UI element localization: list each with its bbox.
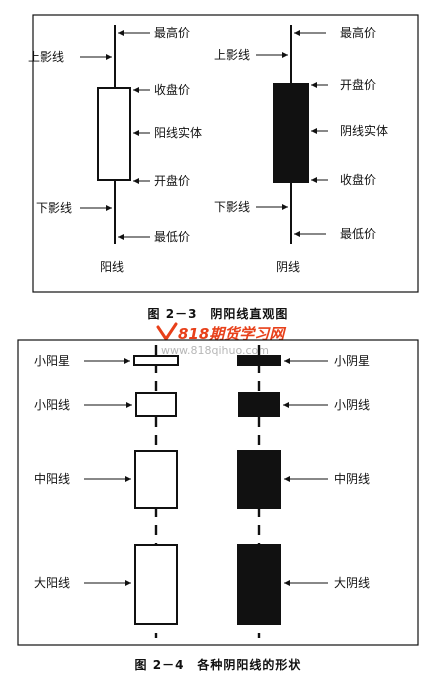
- label-right-high: 最高价: [340, 25, 376, 40]
- watermark-check-icon: [156, 322, 178, 341]
- label-right-low: 最低价: [340, 227, 376, 241]
- bearish-real-body: [273, 83, 309, 183]
- small-bearish-candle: [238, 392, 280, 417]
- large-bearish-candle: [237, 544, 281, 625]
- figure-2-4-caption: 图 2－4 各种阴阳线的形状: [135, 657, 302, 672]
- label-row4-left: 大阳线: [34, 576, 70, 590]
- label-right-open: 开盘价: [340, 77, 376, 92]
- small-bullish-star: [133, 355, 179, 366]
- watermark-url: www.818qihuo.com: [161, 344, 269, 357]
- small-bearish-star: [237, 355, 281, 366]
- medium-bearish-candle: [237, 450, 281, 509]
- figure-2-3-frame: [32, 14, 419, 293]
- label-left-open: 开盘价: [154, 173, 190, 188]
- label-left-body: 阳线实体: [154, 125, 202, 140]
- label-right-upper-shadow: 上影线: [214, 48, 250, 62]
- label-row3-right: 中阴线: [334, 471, 370, 486]
- label-row4-right: 大阴线: [334, 576, 370, 590]
- bullish-real-body: [97, 87, 131, 181]
- label-right-body: 阴线实体: [340, 123, 388, 138]
- label-left-low: 最低价: [154, 230, 190, 244]
- small-bullish-candle: [135, 392, 177, 417]
- label-left-lower-shadow: 下影线: [36, 201, 72, 215]
- large-bullish-candle: [134, 544, 178, 625]
- bearish-candle-diagram: 最高价 上影线 开盘价 阴线实体 收盘价 下影线 最低价 阴线: [214, 25, 388, 274]
- label-bullish-type: 阳线: [100, 260, 124, 274]
- figure-2-3-caption: 图 2－3 阴阳线直观图: [148, 306, 289, 321]
- medium-bullish-candle: [134, 450, 178, 509]
- label-row3-left: 中阳线: [34, 471, 70, 486]
- label-left-upper-shadow: 上影线: [28, 50, 64, 64]
- figure-2-4-frame: [17, 339, 419, 646]
- figure-2-4: 小阳星 小阴星 小阳线 小阴线 中阳线 中阴线 大阳线 大阴线: [17, 339, 419, 646]
- watermark: 818期货学习网 www.818qihuo.com: [156, 322, 287, 357]
- watermark-brand: 818期货学习网: [178, 325, 287, 343]
- label-row1-right: 小阴星: [334, 354, 370, 368]
- label-left-close: 收盘价: [154, 82, 190, 97]
- label-bearish-type: 阴线: [276, 260, 300, 274]
- label-right-lower-shadow: 下影线: [214, 200, 250, 214]
- label-row1-left: 小阳星: [34, 354, 70, 368]
- figure-2-3: 最高价 上影线 收盘价 阳线实体 开盘价 下影线 最低价 阳线 最高价 上影线: [28, 14, 419, 293]
- label-right-close: 收盘价: [340, 172, 376, 187]
- label-left-high: 最高价: [154, 25, 190, 40]
- label-row2-right: 小阴线: [334, 398, 370, 412]
- label-row2-left: 小阳线: [34, 398, 70, 412]
- bullish-candle-diagram: 最高价 上影线 收盘价 阳线实体 开盘价 下影线 最低价 阳线: [28, 25, 202, 274]
